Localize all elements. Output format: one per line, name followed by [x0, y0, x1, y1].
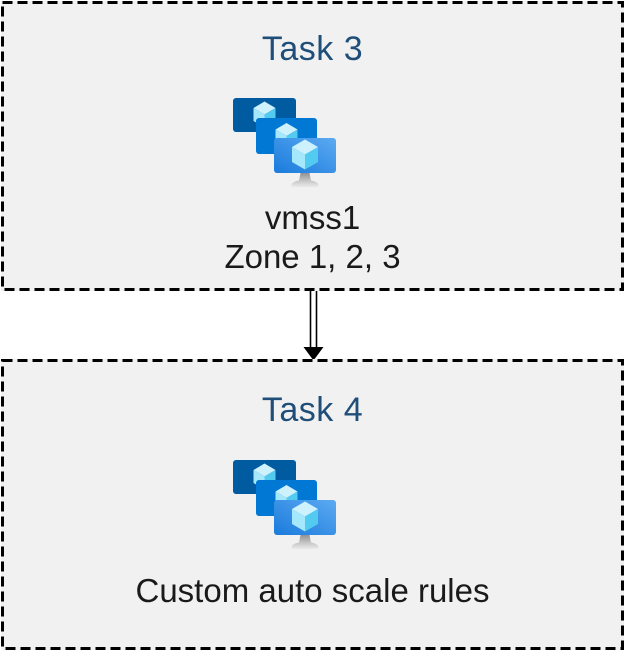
zones-text: Zone 1, 2, 3 — [224, 238, 401, 275]
autoscale-rules-text: Custom auto scale rules — [135, 572, 490, 609]
down-arrow-connector — [303, 291, 324, 361]
task4-title: Task 4 — [261, 391, 364, 429]
task4-label: Custom auto scale rules — [1, 571, 624, 610]
task3-box: Task 3 vmss1 Zone 1, 2, 3 — [1, 1, 624, 291]
vmss-icon — [233, 460, 336, 550]
cube-front — [292, 139, 318, 170]
task4-box: Task 4 Custom auto scale rules — [1, 359, 624, 650]
cube-front — [292, 501, 318, 532]
vmss-icon — [233, 98, 336, 188]
vmss-name-text: vmss1 — [264, 199, 361, 236]
task3-label: vmss1 Zone 1, 2, 3 — [1, 198, 624, 276]
task3-title: Task 3 — [261, 30, 364, 68]
